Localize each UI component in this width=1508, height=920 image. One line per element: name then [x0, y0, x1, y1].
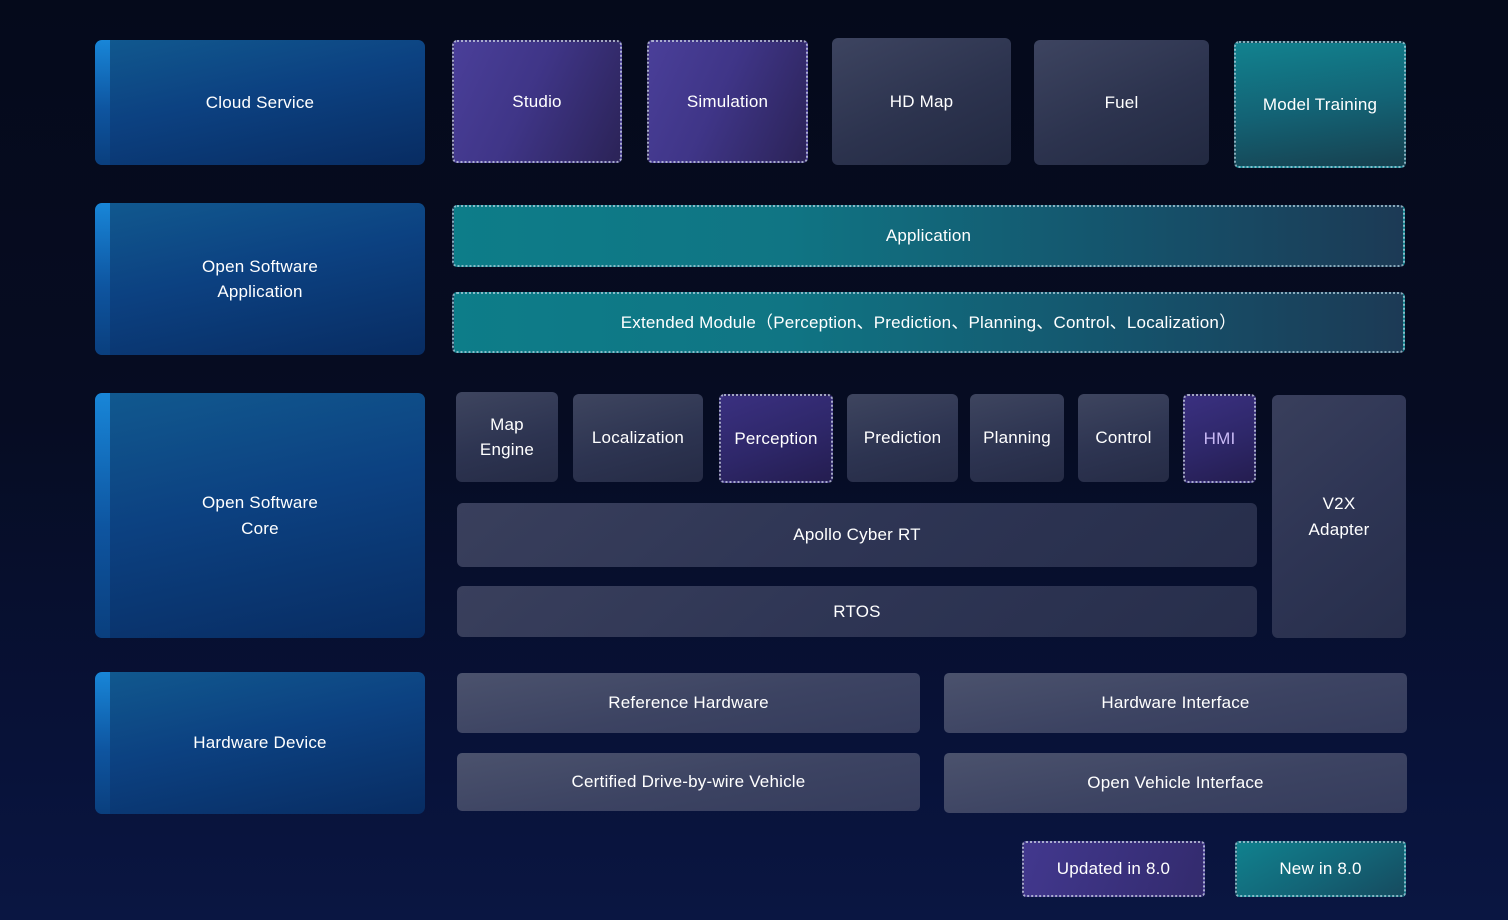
block-hd-map: HD Map: [832, 38, 1011, 165]
block-certified-drive-by-wire-vehicle-label: Certified Drive-by-wire Vehicle: [571, 772, 806, 792]
block-model-training-label: Model Training: [1262, 94, 1378, 114]
category-hardware-device-label: Hardware Device: [193, 733, 327, 753]
category-cloud-service: Cloud Service: [95, 40, 425, 165]
block-v2x-adapter-label: V2X Adapter: [1308, 494, 1370, 539]
block-prediction: Prediction: [847, 394, 958, 482]
block-simulation-label: Simulation: [686, 91, 769, 111]
block-apollo-cyber-rt: Apollo Cyber RT: [457, 503, 1257, 567]
legend-new-label: New in 8.0: [1279, 859, 1362, 879]
block-studio-label: Studio: [512, 91, 562, 111]
category-accent-bar: [95, 672, 110, 814]
block-simulation: Simulation: [647, 40, 808, 163]
block-reference-hardware-label: Reference Hardware: [608, 693, 769, 713]
block-hardware-interface: Hardware Interface: [944, 673, 1407, 733]
block-planning-label: Planning: [983, 428, 1051, 448]
legend-updated-in-8-0: Updated in 8.0: [1022, 841, 1205, 897]
block-hardware-interface-label: Hardware Interface: [1101, 693, 1250, 713]
block-apollo-cyber-rt-label: Apollo Cyber RT: [793, 525, 921, 545]
block-hd-map-label: HD Map: [889, 91, 954, 111]
block-localization: Localization: [573, 394, 703, 482]
legend-updated-label: Updated in 8.0: [1056, 859, 1171, 879]
category-accent-bar: [95, 393, 110, 638]
block-open-vehicle-interface: Open Vehicle Interface: [944, 753, 1407, 813]
block-rtos-label: RTOS: [833, 601, 881, 621]
block-application: Application: [452, 205, 1405, 267]
block-application-label: Application: [885, 226, 972, 246]
block-hmi: HMI: [1183, 394, 1256, 483]
block-control-label: Control: [1095, 428, 1152, 448]
block-planning: Planning: [970, 394, 1064, 482]
block-extended-module-label: Extended Module（Perception、Prediction、Pl…: [620, 312, 1237, 332]
block-perception: Perception: [719, 394, 833, 483]
category-open-software-core: Open Software Core: [95, 393, 425, 638]
block-localization-label: Localization: [591, 428, 685, 448]
category-cloud-service-label: Cloud Service: [205, 92, 315, 112]
block-studio: Studio: [452, 40, 622, 163]
block-certified-drive-by-wire-vehicle: Certified Drive-by-wire Vehicle: [457, 753, 920, 811]
block-map-engine-label: Map Engine: [479, 414, 535, 460]
legend-new-in-8-0: New in 8.0: [1235, 841, 1406, 897]
block-control: Control: [1078, 394, 1169, 482]
category-accent-bar: [95, 203, 110, 355]
category-open-software-core-label: Open Software Core: [202, 493, 318, 538]
block-perception-label: Perception: [734, 428, 818, 448]
block-v2x-adapter: V2X Adapter: [1272, 395, 1406, 638]
block-reference-hardware: Reference Hardware: [457, 673, 920, 733]
category-open-software-application-label: Open Software Application: [202, 256, 318, 302]
block-model-training: Model Training: [1234, 41, 1406, 168]
category-accent-bar: [95, 40, 110, 165]
block-extended-module: Extended Module（Perception、Prediction、Pl…: [452, 292, 1405, 353]
block-hmi-label: HMI: [1203, 428, 1236, 448]
block-rtos: RTOS: [457, 586, 1257, 637]
block-fuel: Fuel: [1034, 40, 1209, 165]
category-open-software-application: Open Software Application: [95, 203, 425, 355]
block-map-engine: Map Engine: [456, 392, 558, 482]
block-fuel-label: Fuel: [1104, 92, 1139, 112]
category-hardware-device: Hardware Device: [95, 672, 425, 814]
block-open-vehicle-interface-label: Open Vehicle Interface: [1087, 773, 1264, 793]
block-prediction-label: Prediction: [863, 428, 942, 448]
